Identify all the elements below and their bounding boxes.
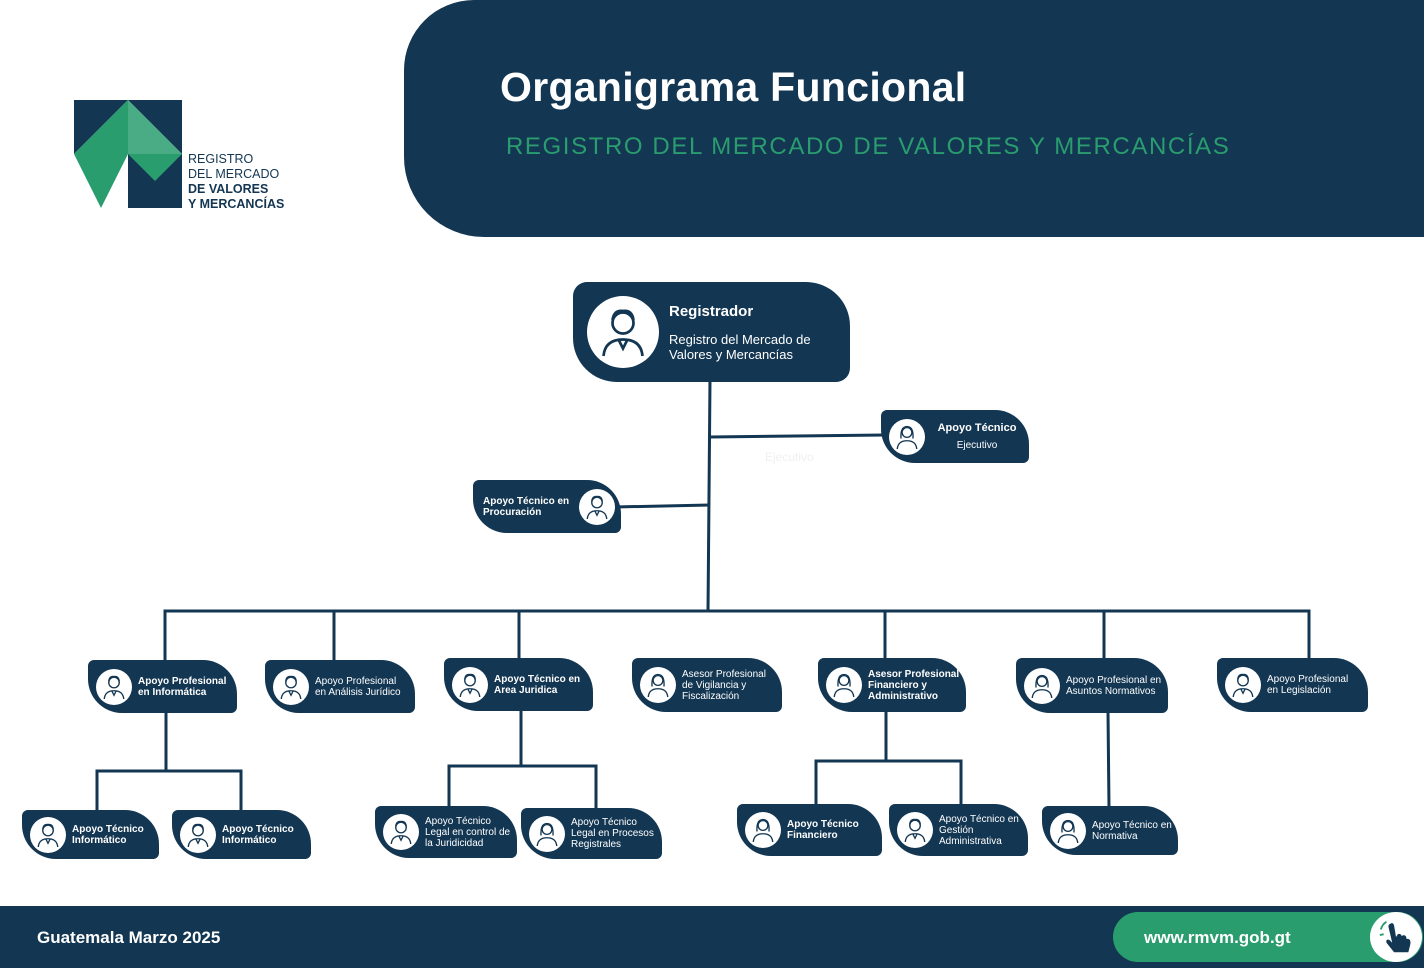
logo-line: DE VALORES [188,182,269,196]
node-asesor-vigilancia: Asesor Profesional de Vigilancia y Fisca… [632,658,782,712]
node-tecnico-area-juridica: Apoyo Técnico en Area Juridica [444,658,593,711]
node-label: Apoyo Técnico Financiero [787,819,859,841]
person-male-icon [180,816,216,853]
node-title: Apoyo Técnico [937,421,1017,434]
person-female-icon [889,418,925,455]
node-label: Apoyo Técnico en Gestión Administrativa [939,813,1019,847]
node-tecnico-financiero: Apoyo Técnico Financiero [737,804,882,856]
person-female-icon [826,667,862,703]
header-banner [404,0,1424,237]
node-label: Apoyo Técnico Informático [72,823,144,846]
person-male-icon [383,814,419,850]
footer-location-date: Guatemala Marzo 2025 [37,928,221,947]
node-profesional-asuntos-normativos: Apoyo Profesional en Asuntos Normativos [1016,658,1168,713]
person-male-icon [587,296,659,368]
node-tecnico-informatico-2: Apoyo Técnico Informático [172,810,311,859]
node-label: Apoyo Profesional en Análisis Jurídico [315,675,401,698]
node-tecnico-informatico-1: Apoyo Técnico Informático [22,810,159,859]
person-male-icon [96,668,132,705]
person-male-icon [579,488,615,525]
node-profesional-informatica: Apoyo Profesional en Informática [88,660,237,713]
person-male-icon [273,668,309,705]
node-tecnico-legal-juridicidad: Apoyo Técnico Legal en control de la Jur… [375,806,517,858]
node-profesional-analisis-juridico: Apoyo Profesional en Análisis Jurídico [265,660,415,713]
node-label: Asesor Profesional de Vigilancia y Fisca… [682,668,766,702]
node-label: Apoyo Técnico Informático [222,823,294,846]
ghost-label: Ejecutivo [765,450,814,464]
node-title: Registrador [669,302,754,320]
logo-line: DEL MERCADO [188,167,280,181]
node-label: Asesor Profesional Financiero y Administ… [868,668,960,702]
node-tecnico-normativa: Apoyo Técnico en Normativa [1042,806,1178,855]
node-tecnico-gestion-administrativa: Apoyo Técnico en Gestión Administrativa [889,804,1028,856]
logo-line: REGISTRO [188,152,254,166]
person-male-icon [452,666,488,703]
person-male-icon [897,812,933,848]
node-tecnico-legal-registrales: Apoyo Técnico Legal en Procesos Registra… [521,808,662,859]
page-subtitle: REGISTRO DEL MERCADO DE VALORES Y MERCAN… [506,133,1231,160]
node-label: Apoyo Técnico en Normativa [1092,819,1172,842]
person-female-icon [529,815,565,852]
logo-line: Y MERCANCÍAS [188,197,285,211]
logo-text: REGISTRO DEL MERCADO DE VALORES Y MERCAN… [188,152,284,212]
node-label: Apoyo Profesional en Informática [138,675,227,698]
person-female-icon [1024,667,1060,704]
person-female-icon [1050,812,1086,849]
node-label: Apoyo Profesional en Legislación [1267,674,1349,696]
node-label: Apoyo Técnico Legal en Procesos Registra… [571,817,654,850]
node-apoyo-tecnico-ejecutivo: Apoyo Técnico Ejecutivo [881,410,1029,463]
person-male-icon [1225,667,1261,703]
node-subtitle: Registro del Mercado de Valores y Mercan… [669,331,811,362]
person-female-icon [640,667,676,703]
person-male-icon [30,816,66,853]
node-label: Apoyo Profesional en Asuntos Normativos [1066,674,1162,697]
node-label: Apoyo Técnico en Procuración [483,495,570,518]
node-label: Apoyo Técnico en Area Juridica [494,673,581,696]
node-subtitle: Ejecutivo [956,439,998,451]
rmvm-logo [74,100,182,208]
page-title: Organigrama Funcional [500,64,967,110]
pointing-hand-icon [1370,912,1422,962]
website-link[interactable]: www.rmvm.gob.gt [1144,928,1291,947]
node-asesor-financiero-administrativo: Asesor Profesional Financiero y Administ… [818,658,966,712]
node-label: Apoyo Técnico Legal en control de la Jur… [425,815,511,849]
node-apoyo-tecnico-procuracion: Apoyo Técnico en Procuración [473,480,621,533]
node-registrador: Registrador Registro del Mercado de Valo… [573,282,850,382]
person-female-icon [745,812,781,848]
node-profesional-legislacion: Apoyo Profesional en Legislación [1217,658,1368,712]
